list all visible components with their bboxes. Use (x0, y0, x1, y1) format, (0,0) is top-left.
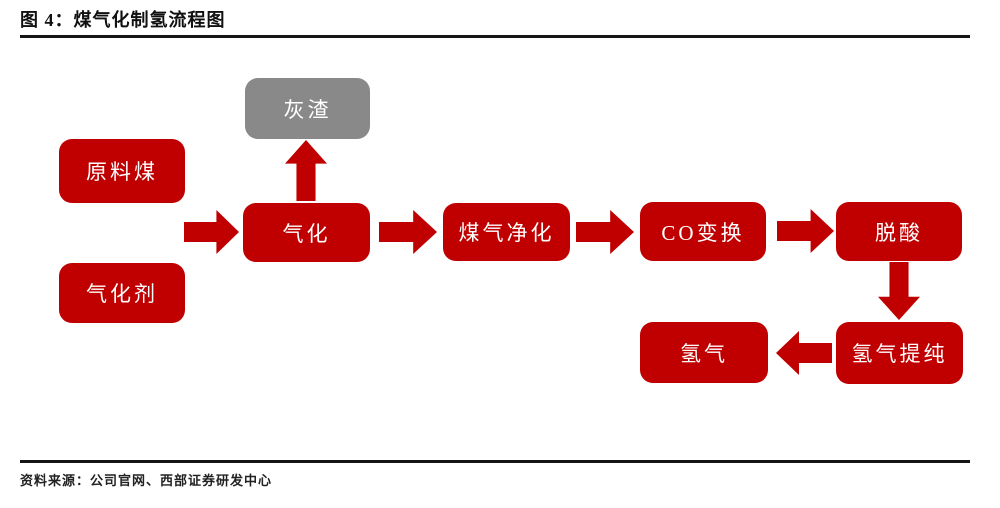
node-deacidification: 脱酸 (836, 202, 962, 261)
figure-title: 图 4：煤气化制氢流程图 (20, 10, 226, 30)
node-label: 原料煤 (86, 160, 158, 184)
node-label: 氢气 (680, 341, 728, 366)
node-gas-purification: 煤气净化 (443, 203, 570, 261)
node-label: 气化剂 (86, 282, 158, 306)
arrow-right-icon (184, 210, 239, 254)
node-gasification: 气化 (243, 203, 370, 262)
node-label: CO变换 (661, 220, 745, 245)
node-raw-coal: 原料煤 (59, 139, 185, 203)
arrow-left-icon (776, 331, 832, 375)
node-hydrogen-purification: 氢气提纯 (836, 322, 963, 384)
node-ash-residue: 灰渣 (245, 78, 370, 139)
arrow-right-icon (777, 209, 834, 253)
node-label: 脱酸 (875, 220, 923, 245)
figure-source: 资料来源：公司官网、西部证券研发中心 (20, 473, 273, 488)
arrow-down-icon (878, 262, 920, 320)
title-rule (20, 35, 970, 38)
arrow-up-icon (285, 140, 327, 201)
node-label: 氢气提纯 (851, 342, 948, 366)
node-hydrogen: 氢气 (640, 322, 768, 383)
arrow-right-icon (576, 210, 634, 254)
node-gasification-agent: 气化剂 (59, 263, 185, 323)
node-label: 气化 (282, 221, 331, 246)
node-label: 煤气净化 (458, 221, 555, 245)
source-rule (20, 460, 970, 463)
node-co-shift: CO变换 (640, 202, 766, 261)
arrow-right-icon (379, 210, 437, 254)
node-label: 灰渣 (283, 97, 332, 122)
